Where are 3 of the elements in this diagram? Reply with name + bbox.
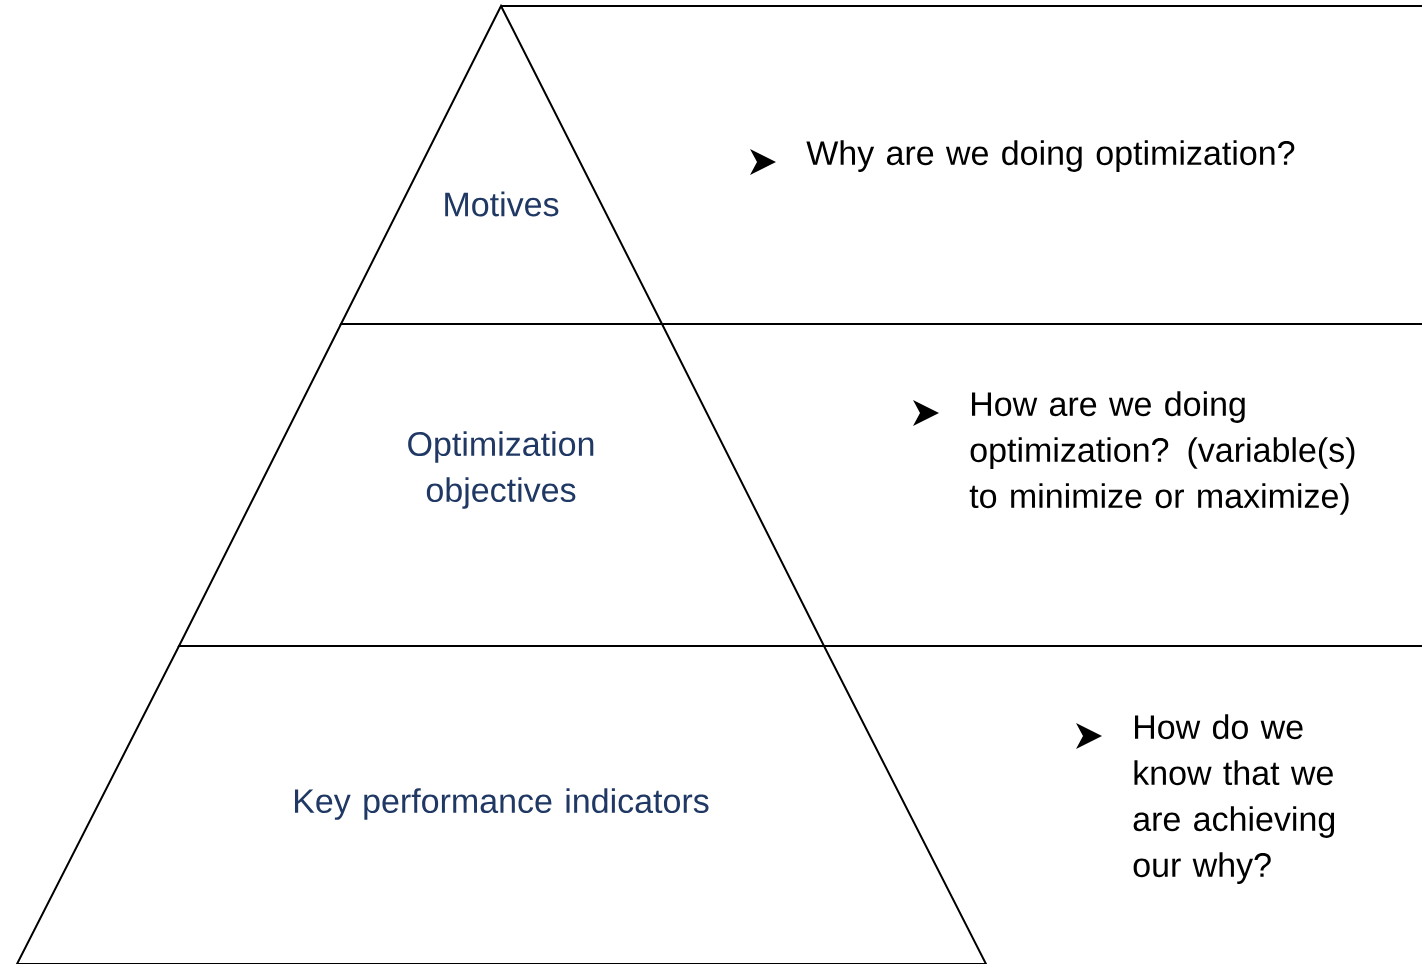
question-text: How do we know that we are achieving our why? xyxy=(1133,714,1335,884)
question-text: Why are we doing optimization? xyxy=(806,140,1295,172)
question-text: How are we doing optimization? (variable(s) to minimize or maximize) xyxy=(969,391,1355,515)
